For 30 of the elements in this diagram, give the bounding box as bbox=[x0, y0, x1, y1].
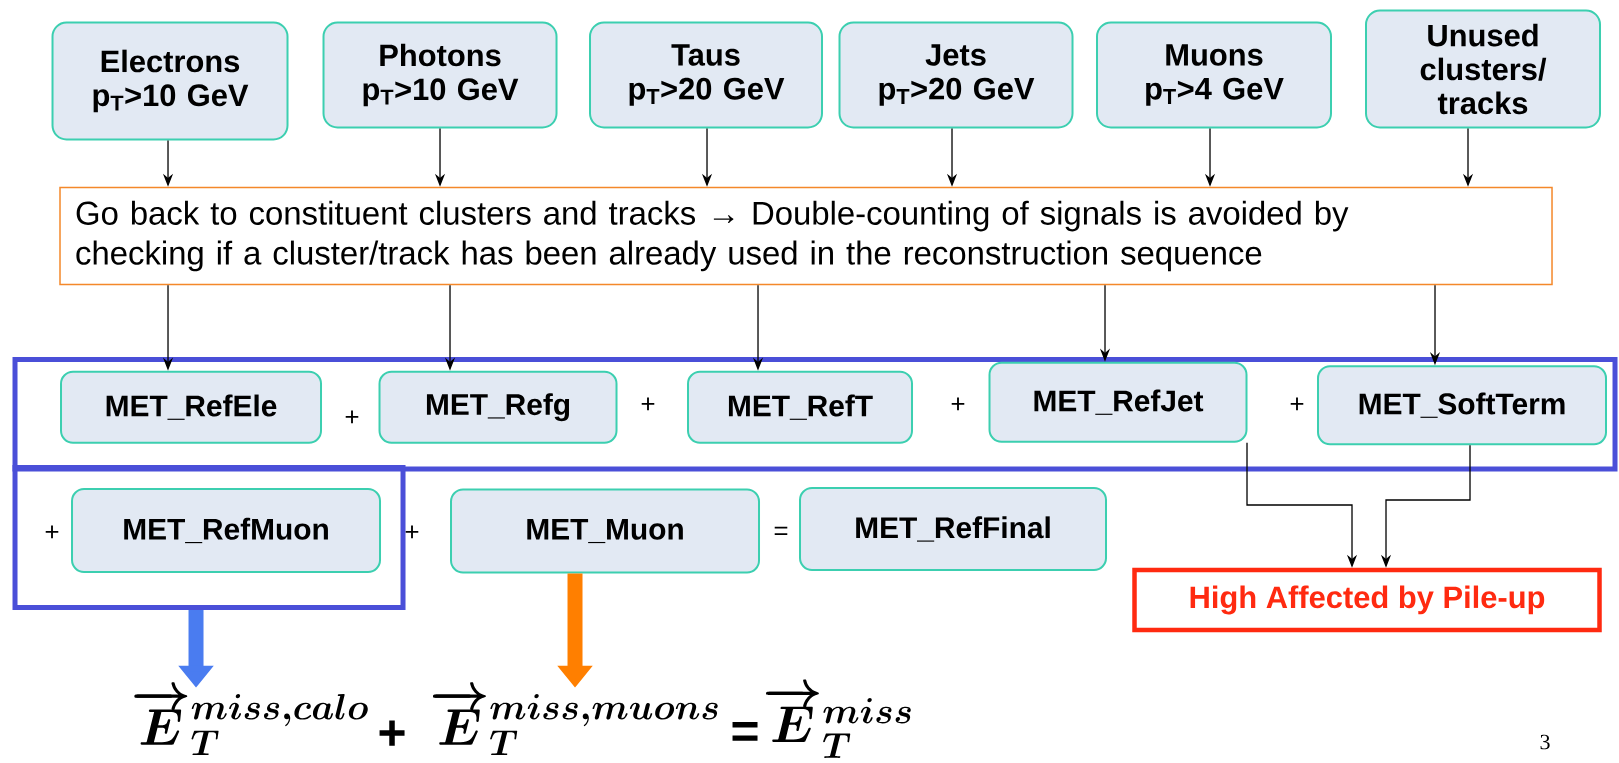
group-frame bbox=[12, 465, 406, 610]
term-box: MET_Muon bbox=[450, 488, 760, 574]
term-box: MET_RefEle bbox=[60, 370, 322, 444]
operator-sign: + bbox=[405, 525, 419, 539]
object-box: Unused clusters/ tracks bbox=[1365, 9, 1601, 129]
term-box: MET_RefFinal bbox=[799, 487, 1107, 571]
operator-sign: = bbox=[732, 722, 758, 741]
operator-sign: + bbox=[951, 397, 965, 411]
object-box: Muons p$_{T}$>4 GeV bbox=[1096, 21, 1332, 129]
formula: $\overrightarrow{E}_{T}^{miss}$ bbox=[765, 679, 911, 758]
object-box: Taus p$_{T}$>20 GeV bbox=[589, 21, 823, 129]
formula: $\overrightarrow{E}_{T}^{miss,calo}$ bbox=[134, 682, 368, 756]
page-number: 3 bbox=[1540, 734, 1550, 750]
term-box: MET_RefJet bbox=[988, 361, 1248, 443]
object-box: Jets p$_{T}$>20 GeV bbox=[838, 21, 1074, 129]
term-box: MET_SoftTerm bbox=[1317, 365, 1607, 446]
warning-box: High Affected by Pile-up bbox=[1132, 567, 1602, 633]
term-box: MET_RefT bbox=[687, 370, 913, 444]
operator-sign: + bbox=[641, 397, 655, 411]
group-frame bbox=[12, 356, 1618, 472]
operator-sign: + bbox=[379, 720, 405, 746]
operator-sign: + bbox=[345, 410, 359, 424]
operator-sign: + bbox=[1290, 397, 1304, 411]
formula: $\overrightarrow{E}_{T}^{miss,muons}$ bbox=[432, 682, 718, 756]
note-box: Go back to constituent clusters and tracks → Double-counting of signals is avoided by checking if a cluster/track has been already used in the reconstruction sequence bbox=[59, 186, 1553, 286]
operator-sign: = bbox=[774, 526, 788, 535]
object-box: Photons p$_{T}$>10 GeV bbox=[322, 21, 558, 129]
term-box: MET_Refg bbox=[378, 370, 618, 444]
term-box: MET_RefMuon bbox=[71, 488, 381, 573]
object-box: Electrons p$_{T}$>10 GeV bbox=[51, 21, 289, 141]
